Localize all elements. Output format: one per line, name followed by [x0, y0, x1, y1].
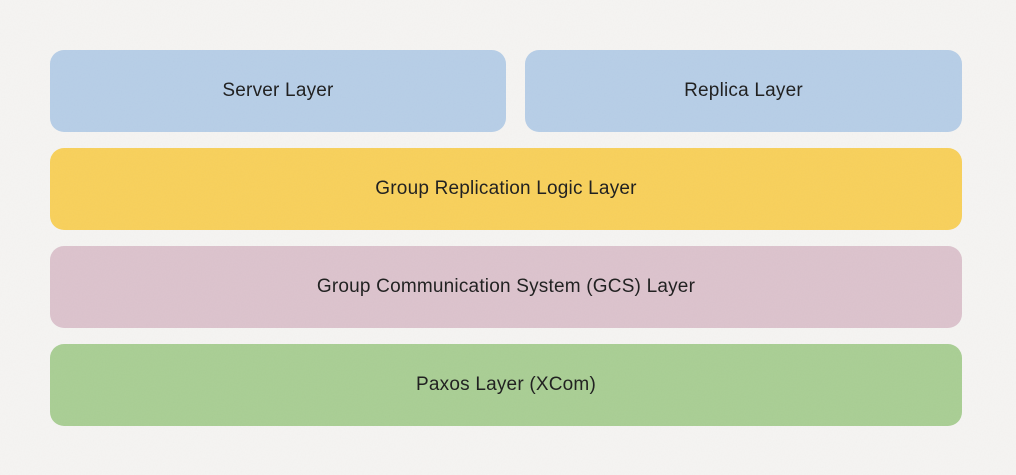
layer-box-server: Server Layer — [50, 50, 506, 132]
layer-label-paxos: Paxos Layer (XCom) — [416, 374, 596, 395]
layer-stack: Server Layer Replica Layer Group Replica… — [50, 50, 962, 426]
layer-label-group-replication-logic: Group Replication Logic Layer — [375, 178, 637, 199]
layer-label-gcs: Group Communication System (GCS) Layer — [316, 276, 696, 297]
layer-box-group-replication-logic: Group Replication Logic Layer — [50, 148, 962, 230]
top-layer-row: Server Layer Replica Layer — [50, 50, 962, 132]
layer-label-server: Server Layer — [222, 80, 334, 101]
layer-box-replica: Replica Layer — [525, 50, 962, 132]
layer-box-gcs: Group Communication System (GCS) Layer — [50, 246, 962, 328]
layer-box-paxos: Paxos Layer (XCom) — [50, 344, 962, 426]
layer-label-replica: Replica Layer — [684, 80, 803, 101]
